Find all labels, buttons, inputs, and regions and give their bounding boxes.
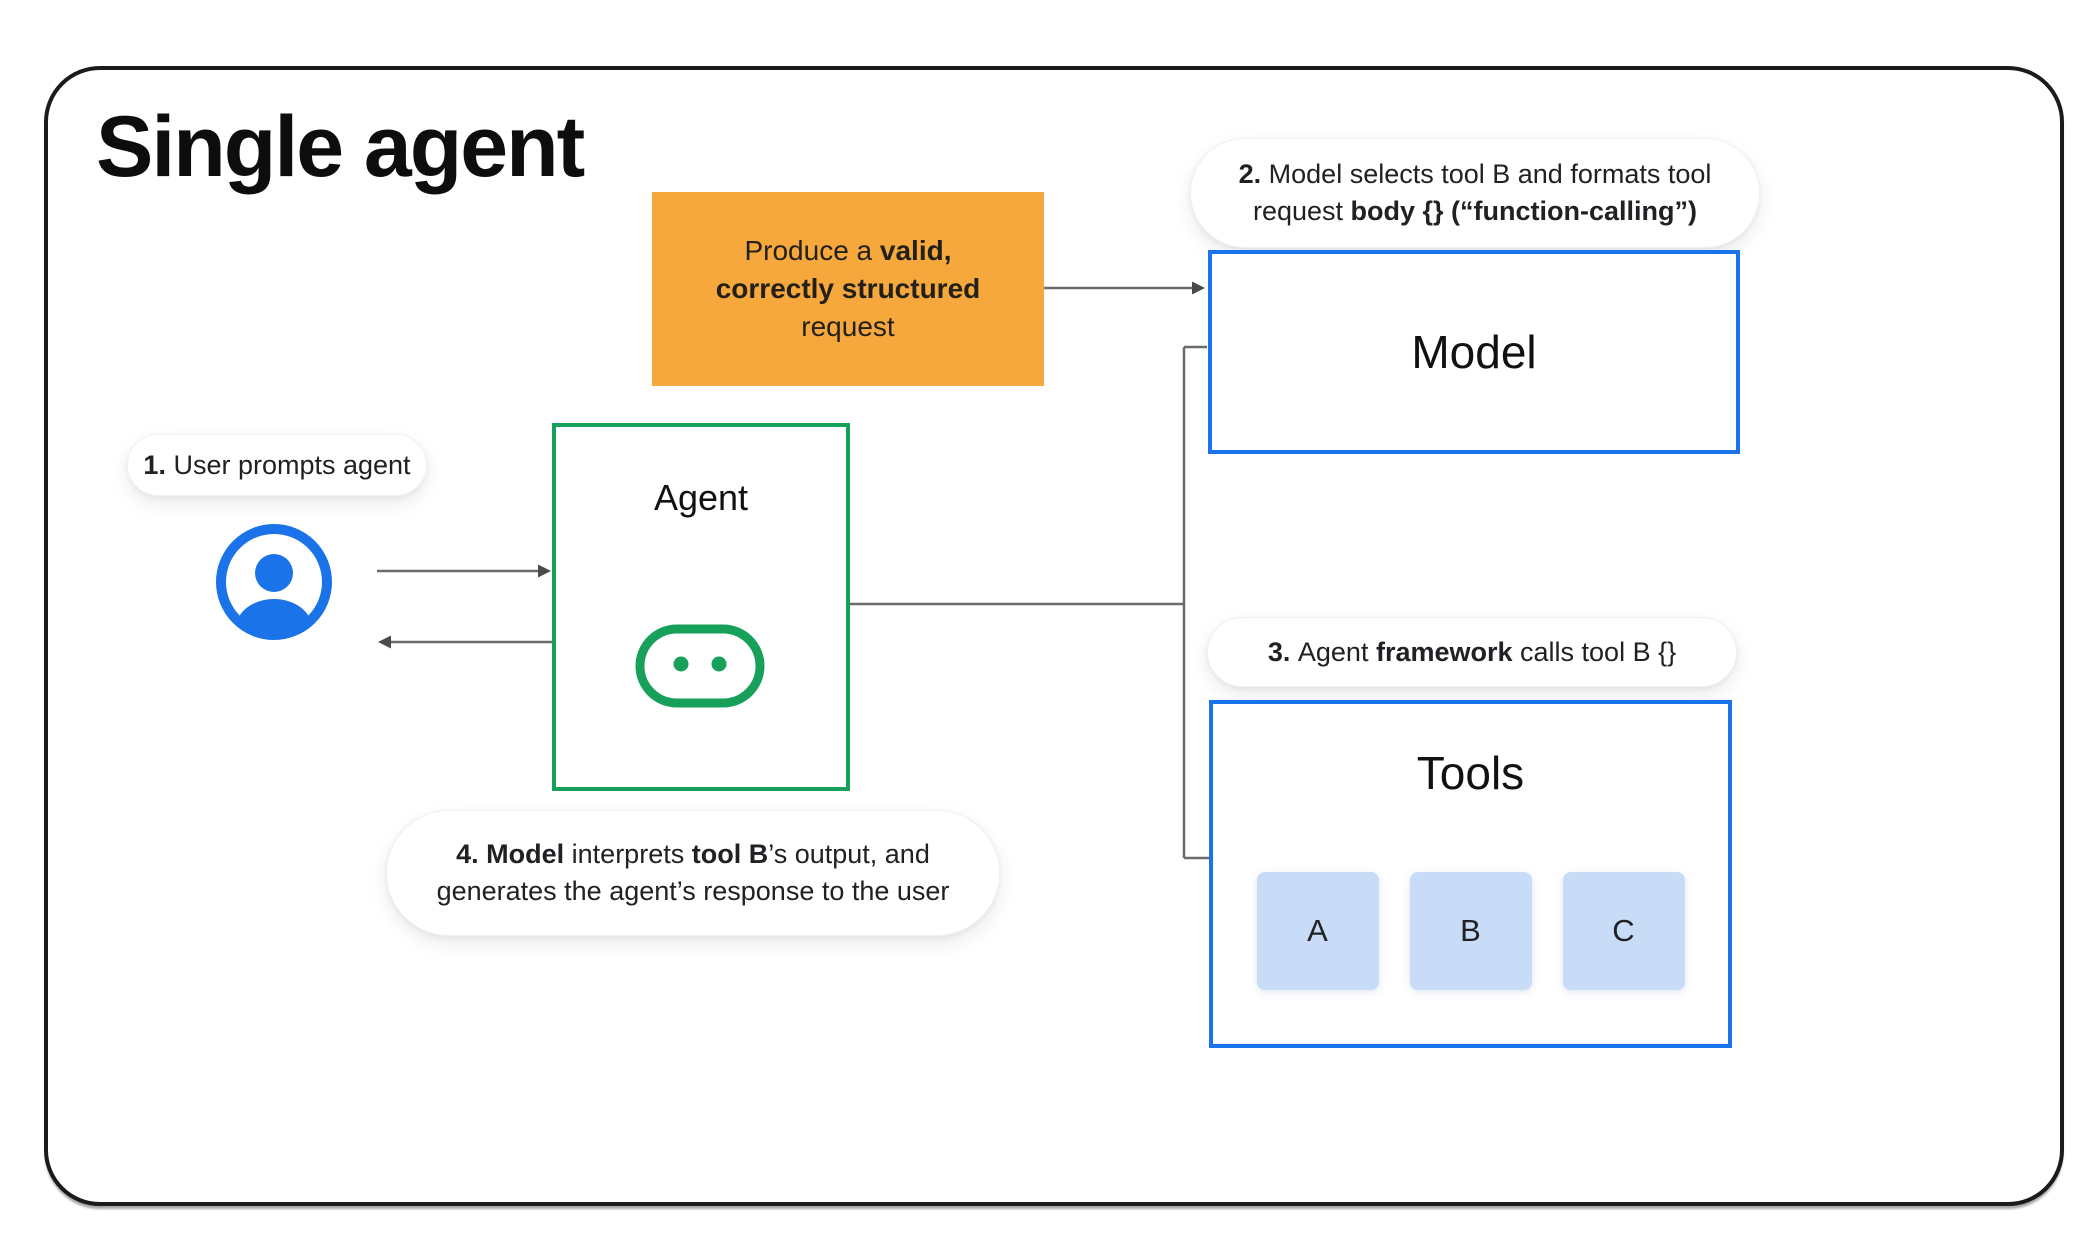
tool-b-box: B xyxy=(1409,872,1532,990)
robot-face-icon xyxy=(634,623,766,714)
callout-step-4-text: 4. Model interprets tool B’s output, and… xyxy=(436,839,950,906)
tools-row: A B C xyxy=(1213,872,1728,990)
diagram-frame xyxy=(44,66,2064,1206)
diagram-title: Single agent xyxy=(96,99,585,195)
agent-box-label: Agent xyxy=(653,477,749,518)
tool-c-box: C xyxy=(1562,872,1685,990)
tools-box-label: Tools xyxy=(1416,747,1525,799)
user-icon xyxy=(216,524,332,645)
tools-box: Tools A B C xyxy=(1209,700,1732,1048)
callout-step-4: 4. Model interprets tool B’s output, and… xyxy=(386,810,1000,936)
agent-box: Agent xyxy=(552,423,850,791)
model-box-label: Model xyxy=(1411,326,1537,378)
callout-step-2: 2. Model selects tool B and formats tool… xyxy=(1190,138,1760,248)
callout-step-1-text: 1. User prompts agent xyxy=(143,449,411,480)
model-box: Model xyxy=(1208,250,1740,454)
callout-step-1: 1. User prompts agent xyxy=(127,434,427,496)
callout-step-3-text: 3. Agent framework calls tool B {} xyxy=(1267,636,1677,667)
callout-step-3: 3. Agent framework calls tool B {} xyxy=(1207,617,1737,687)
tool-a-box: A xyxy=(1256,872,1379,990)
callout-step-2-text: 2. Model selects tool B and formats tool… xyxy=(1238,159,1712,226)
